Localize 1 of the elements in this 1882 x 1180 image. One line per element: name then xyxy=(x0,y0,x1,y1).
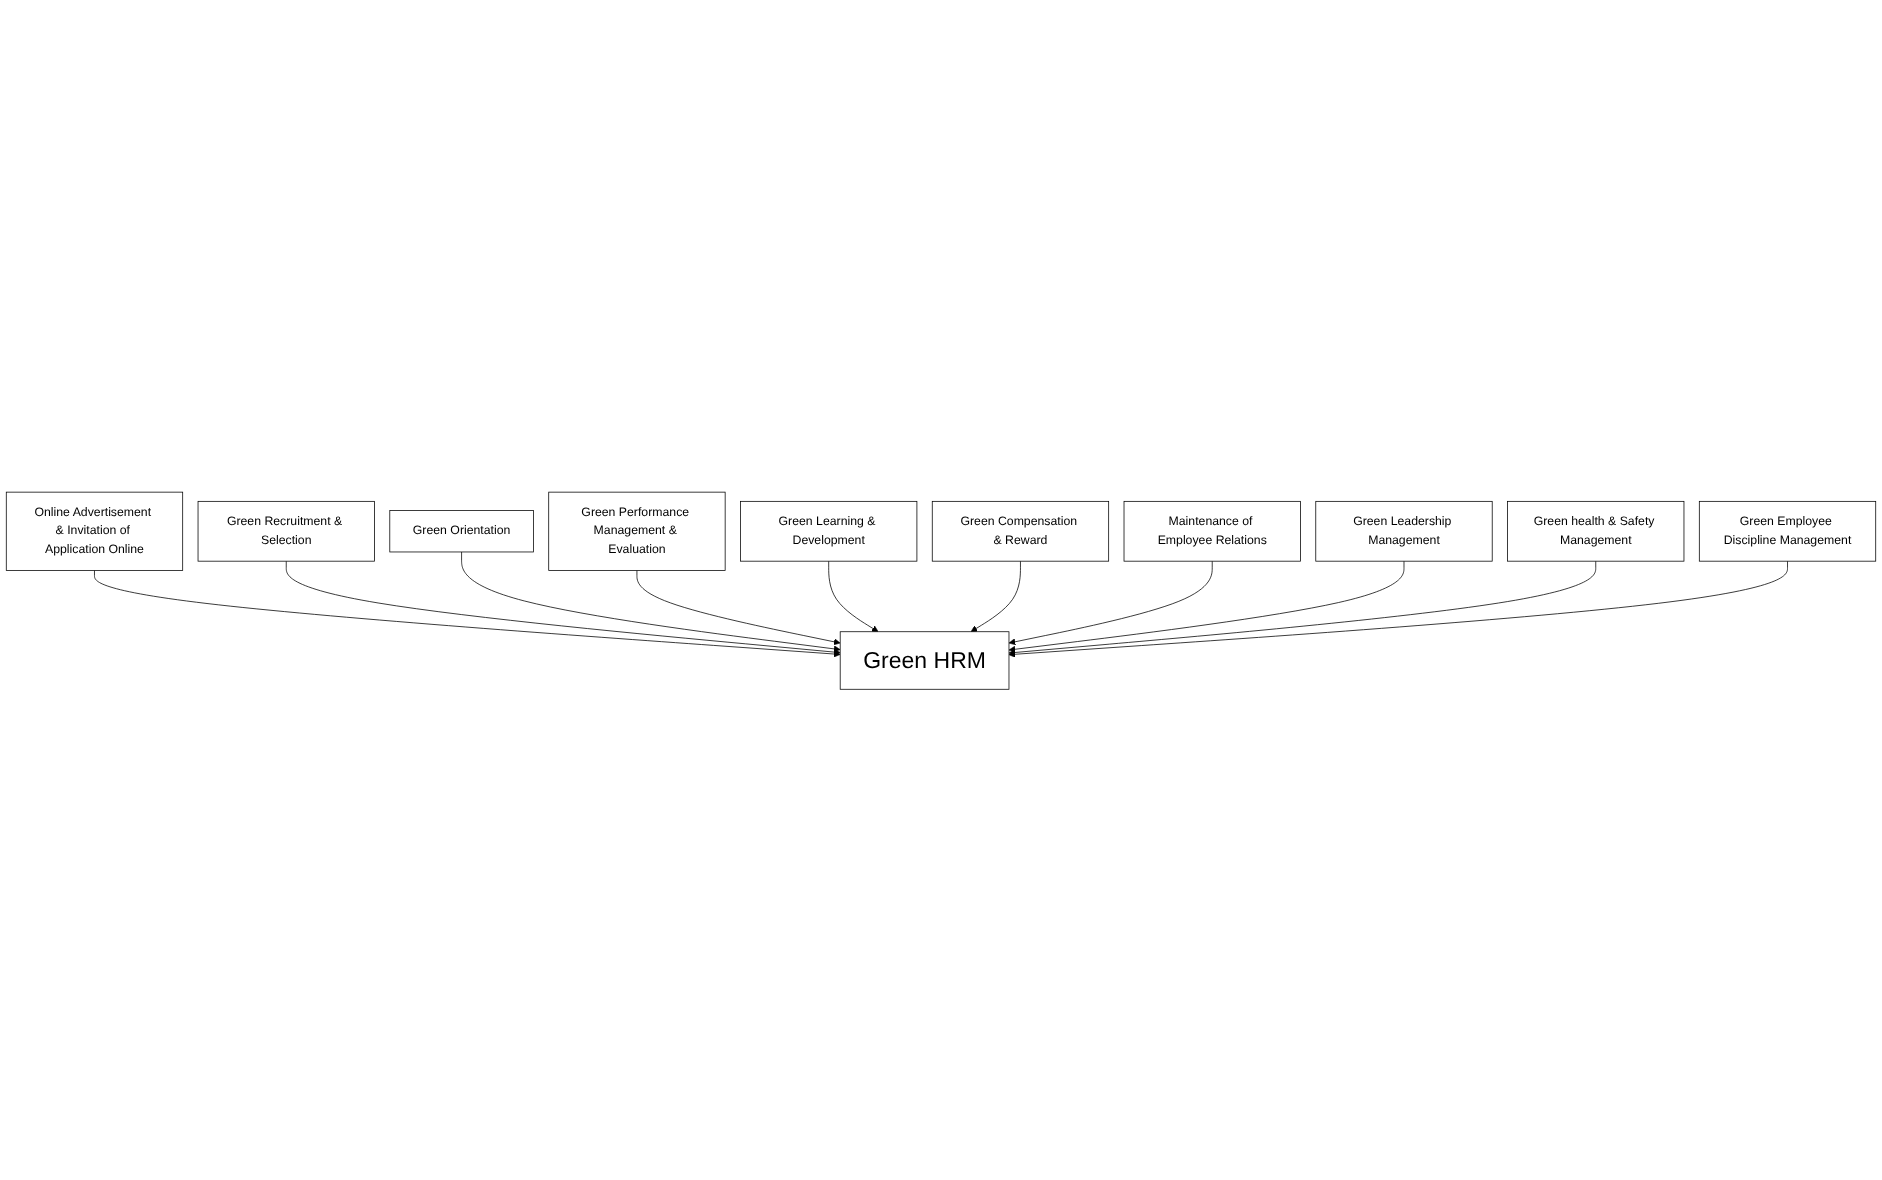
node-box: Green HRM xyxy=(839,630,1010,689)
